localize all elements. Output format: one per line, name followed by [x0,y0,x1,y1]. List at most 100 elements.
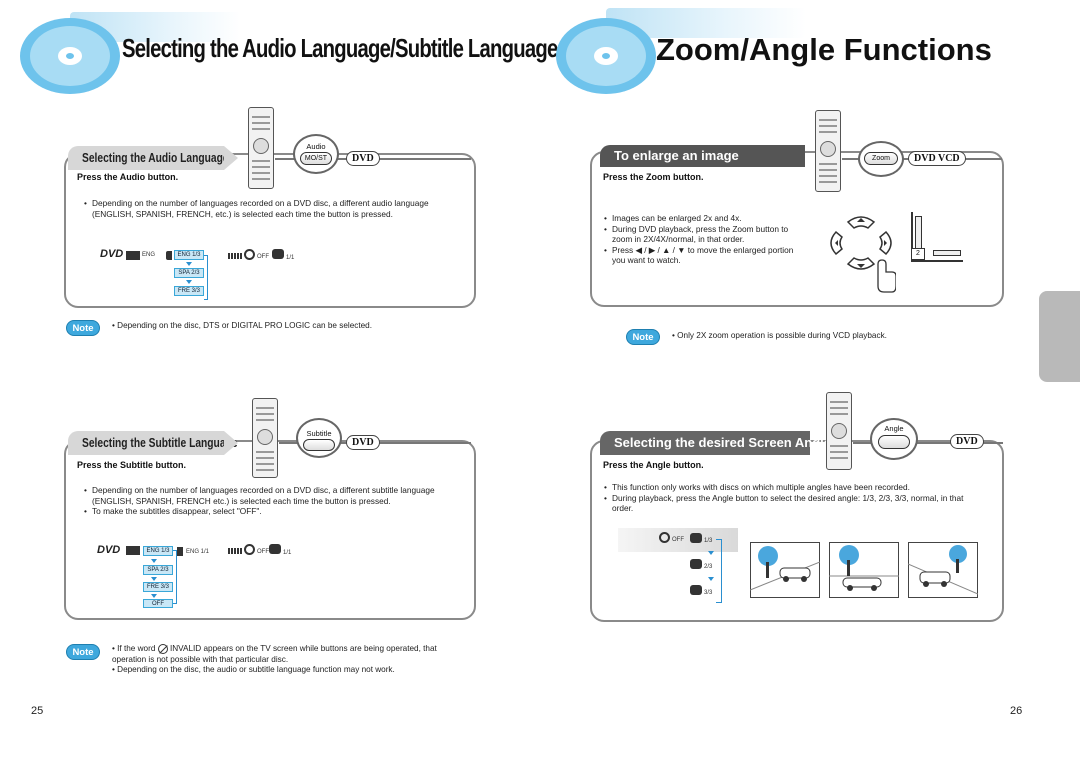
subtitle-icon [228,548,242,554]
audio-instruction: Press the Audio button. [77,172,179,182]
angle-bullets: This function only works with discs on w… [604,482,964,514]
audio-note: • Depending on the disc, DTS or DIGITAL … [112,321,372,330]
osd-angle-option-3: 3/3 [704,590,713,596]
subtitle-button-caption: Subtitle [306,429,332,438]
subtitle-notes: • If the word INVALID appears on the TV … [112,644,442,676]
subtitle-circle-icon [244,544,255,555]
tab-subtitle-language: Selecting the Subtitle Language [68,431,238,455]
remote-control-image [826,392,852,470]
down-arrow-icon [186,262,192,266]
remote-control-image [252,398,278,478]
down-arrow-icon [708,577,714,581]
audio-icon [166,251,172,260]
page-title: Selecting the Audio Language/Subtitle La… [122,33,558,63]
disc-icon [20,18,120,94]
remote-control-image [248,107,274,189]
angle-icon [690,533,702,543]
angle-icon [272,249,284,259]
dvd-badge: DVD [346,151,380,166]
audio-mo-st-button[interactable]: MO/ST [300,152,332,165]
angle-bullet: During playback, press the Angle button … [604,493,964,514]
osd-audio-option-1: ENG 1/3 [174,250,204,260]
subtitle-note: • If the word INVALID appears on the TV … [112,644,437,664]
angle-view-1-image [750,542,820,598]
subtitle-bullet: Depending on the number of languages rec… [84,485,454,506]
zoom-bullet: Images can be enlarged 2x and 4x. [604,213,794,224]
osd-subtitle-status: OFF [672,537,684,543]
callout-line [853,442,1003,444]
angle-instruction: Press the Angle button. [603,460,704,470]
audio-speaker-icon [126,251,140,260]
dvd-badge: DVD [950,434,984,449]
subtitle-circle-icon [659,532,670,543]
disc-icon [556,18,656,94]
osd-subtitle-option-3: FRE 3/3 [143,582,173,592]
osd-angle-option-2: 2/3 [704,564,713,570]
page-title: Zoom/Angle Functions [656,32,992,67]
subtitle-bullet: To make the subtitles disappear, select … [84,506,454,517]
down-arrow-icon [151,559,157,563]
zoom-instruction: Press the Zoom button. [603,172,704,182]
zoom-button[interactable]: Zoom [864,152,898,165]
angle-button[interactable] [878,435,910,449]
subtitle-button[interactable] [303,439,335,451]
osd-lang-prefix: ENG [142,252,156,258]
subtitle-bullets: Depending on the number of languages rec… [84,485,454,517]
audio-bullet: Depending on the number of languages rec… [84,198,464,219]
osd-cycle-bracket [173,550,177,604]
osd-subtitle-status: OFF [257,254,269,260]
angle-icon [690,559,702,569]
osd-audio-status: ENG 1/1 [186,549,210,555]
osd-angle-status: 1/1 [283,550,292,556]
tab-enlarge-image: To enlarge an image [600,145,805,167]
angle-icon [269,544,281,554]
angle-bullet: This function only works with discs on w… [604,482,964,493]
zoom-bullet: Press ◀ / ▶ / ▲ / ▼ to move the enlarged… [604,245,794,266]
subtitle-instruction: Press the Subtitle button. [77,460,187,470]
osd-subtitle-option-2: SPA 2/3 [143,565,173,575]
down-arrow-icon [151,594,157,598]
audio-button-caption: Audio [306,142,326,151]
angle-icon [690,585,702,595]
dvd-logo-icon: DVD [97,544,121,556]
zoom-bullet: During DVD playback, press the Zoom butt… [604,224,794,245]
osd-cycle-bracket [204,255,208,300]
zoom-level-marker: 2 [911,248,925,260]
osd-angle-status: 1/1 [286,255,295,261]
zoom-note: • Only 2X zoom operation is possible dur… [672,331,887,340]
page-number: 25 [31,705,44,717]
dvd-badge: DVD [346,435,380,450]
note-badge: Note [66,320,100,336]
angle-osd-bar [618,528,738,552]
osd-subtitle-option-1: ENG 1/3 [143,546,173,556]
osd-audio-option-3: FRE 3/3 [174,286,204,296]
subtitle-screen-icon [126,546,140,555]
osd-subtitle-option-off: OFF [143,599,173,608]
chapter-side-tab [1039,291,1080,382]
osd-subtitle-status: OFF [257,549,269,555]
subtitle-icon [228,253,242,259]
angle-view-3-image [908,542,978,598]
angle-view-2-image [829,542,899,598]
zoom-screen-illustration: 2 [903,212,963,266]
subtitle-button-callout [296,418,342,458]
subtitle-note: • Depending on the disc, the audio or su… [112,665,395,675]
angle-button-caption: Angle [884,424,904,433]
audio-icon [177,547,183,556]
tab-screen-angle: Selecting the desired Screen Angle [600,431,831,455]
direction-pad-icon [830,216,896,293]
audio-bullets: Depending on the number of languages rec… [84,198,464,219]
page-number: 26 [1010,705,1023,717]
dvd-logo-icon: DVD [100,248,124,260]
note-badge: Note [66,644,100,660]
dvd-vcd-badge: DVD VCD [908,151,966,166]
osd-cycle-bracket [716,539,722,603]
note-badge: Note [626,329,660,345]
zoom-bullets: Images can be enlarged 2x and 4x. During… [604,213,794,266]
invalid-icon [157,644,168,654]
tab-audio-language: Selecting the Audio Language [68,146,238,170]
osd-angle-option-1: 1/3 [704,538,713,544]
subtitle-circle-icon [244,249,255,260]
osd-audio-option-2: SPA 2/3 [174,268,204,278]
remote-control-image [815,110,841,192]
